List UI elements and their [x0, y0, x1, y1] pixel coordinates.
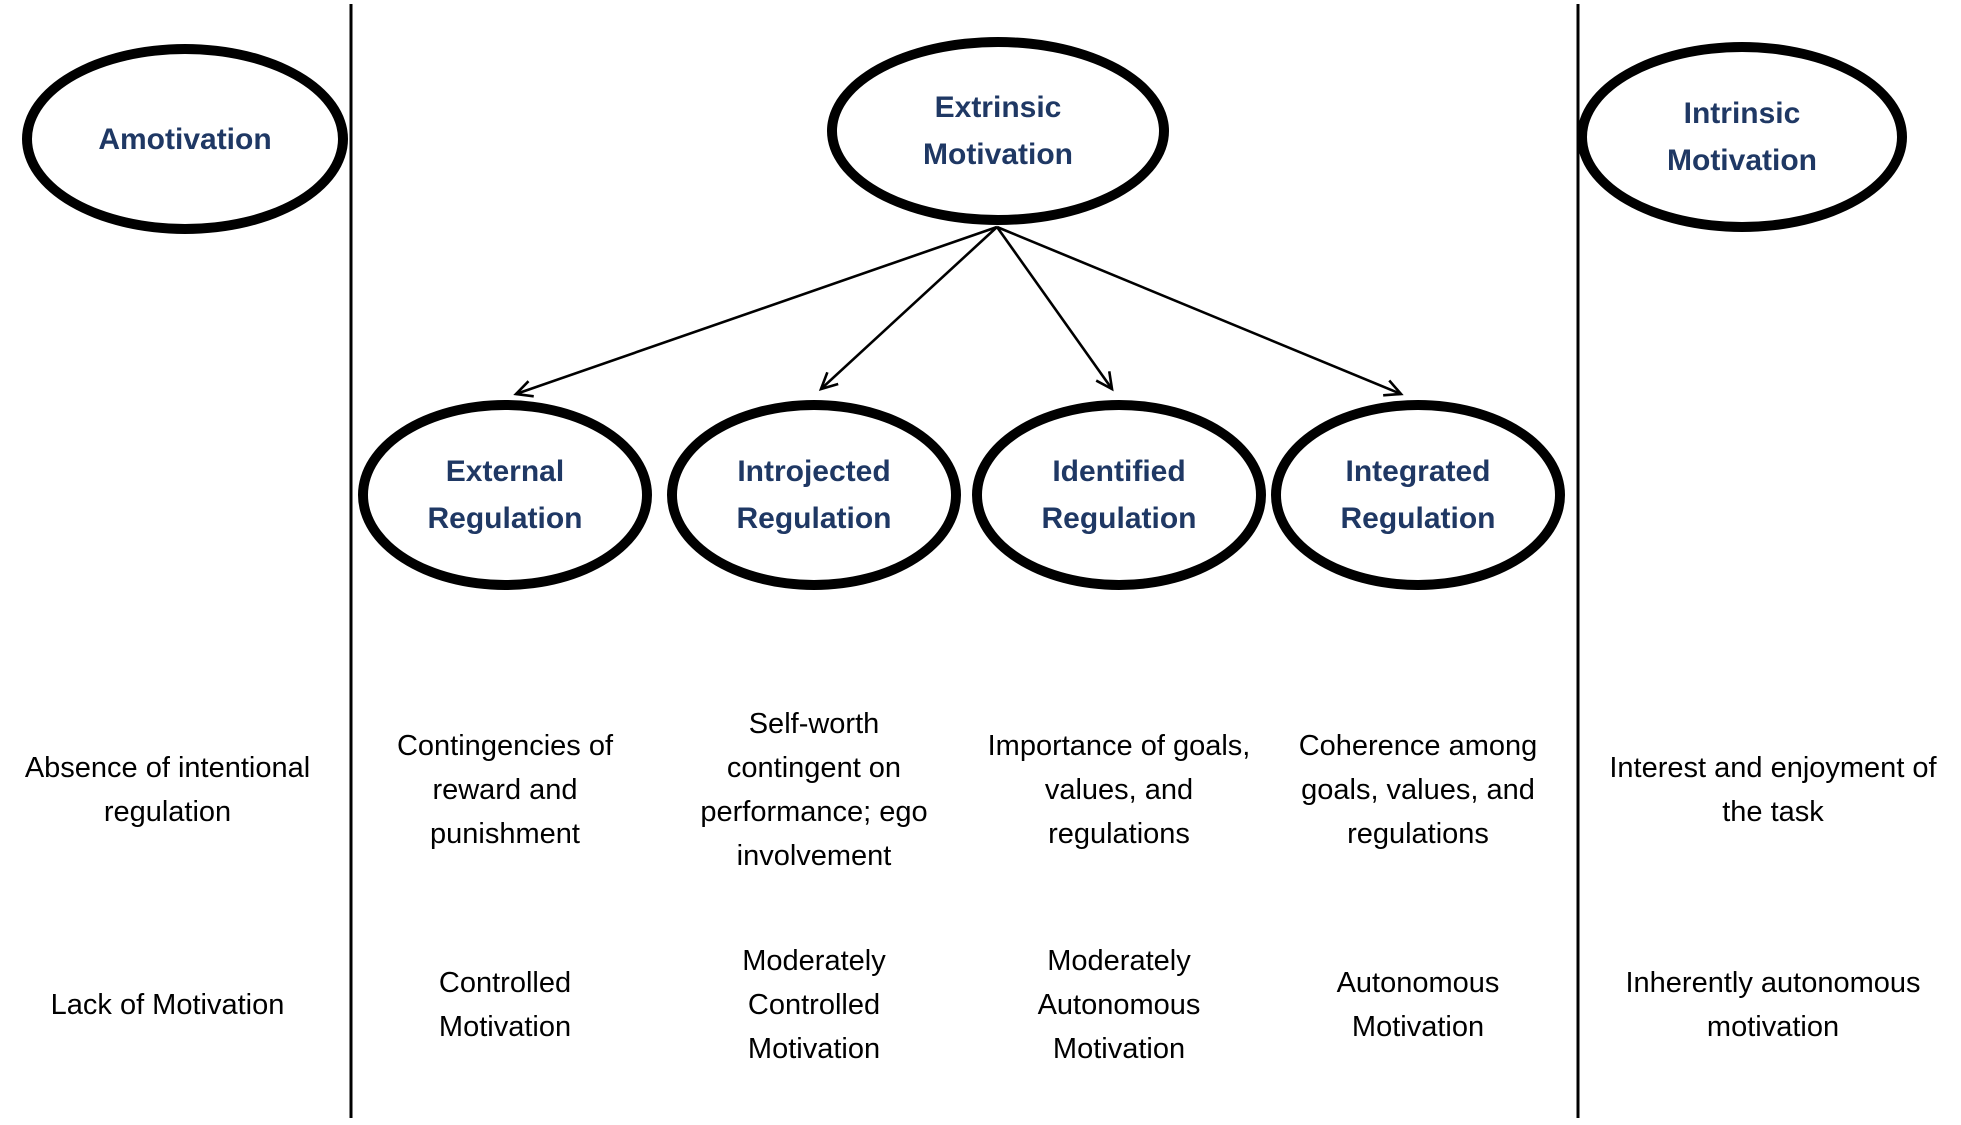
node-label-line: Regulation: [736, 502, 892, 535]
node-label-line: Introjected: [737, 455, 891, 488]
node-label-line: Motivation: [923, 138, 1073, 171]
motivation-type-external: Controlled Motivation: [340, 961, 670, 1049]
description-line: performance; ego: [700, 796, 928, 828]
motivation-type-line: Motivation: [438, 1011, 572, 1043]
motivation-type-identified: Moderately Autonomous Motivation: [954, 939, 1284, 1071]
node-introjected-regulation: Introjected Regulation: [667, 400, 961, 590]
node-label-line: Intrinsic: [1683, 97, 1801, 130]
arrow-extrinsic-to-introjected: [818, 226, 998, 391]
motivation-type-introjected: Moderately Controlled Motivation: [649, 939, 979, 1071]
motivation-type-intrinsic: Inherently autonomous motivation: [1585, 961, 1961, 1049]
node-label-line: Regulation: [427, 502, 583, 535]
node-label-line: Extrinsic: [934, 91, 1062, 124]
description-line: involvement: [736, 840, 892, 872]
description-line: regulations: [1347, 818, 1489, 850]
description-line: regulation: [103, 796, 232, 828]
node-label-line: Amotivation: [98, 122, 272, 156]
motivation-type-line: Moderately: [742, 945, 886, 977]
description-line: Importance of goals,: [987, 730, 1251, 762]
motivation-type-integrated: Autonomous Motivation: [1253, 961, 1583, 1049]
node-label-line: Regulation: [1041, 502, 1197, 535]
description-integrated: Coherence among goals, values, and regul…: [1253, 724, 1583, 856]
motivation-type-line: motivation: [1706, 1011, 1840, 1043]
description-line: punishment: [430, 818, 580, 850]
description-external: Contingencies of reward and punishment: [340, 724, 670, 856]
motivation-type-line: Motivation: [1052, 1033, 1186, 1065]
arrow-extrinsic-to-identified: [995, 226, 1114, 392]
description-line: Contingencies of: [396, 730, 614, 762]
description-identified: Importance of goals, values, and regulat…: [954, 724, 1284, 856]
description-line: reward and: [432, 774, 578, 806]
description-line: contingent on: [726, 752, 902, 784]
description-line: Absence of intentional: [24, 752, 311, 784]
motivation-type-line: Autonomous: [1037, 989, 1201, 1021]
description-line: the task: [1722, 796, 1824, 828]
motivation-type-line: Moderately: [1047, 945, 1191, 977]
description-line: Interest and enjoyment of: [1609, 752, 1937, 784]
node-amotivation: Amotivation: [22, 44, 348, 234]
node-label-line: External: [445, 455, 565, 488]
description-line: Coherence among: [1298, 730, 1538, 762]
description-amotivation: Absence of intentional regulation: [0, 746, 335, 834]
motivation-type-line: Lack of Motivation: [50, 989, 285, 1021]
description-introjected: Self-worth contingent on performance; eg…: [649, 702, 979, 878]
description-line: goals, values, and: [1301, 774, 1535, 806]
node-identified-regulation: Identified Regulation: [972, 400, 1266, 590]
description-line: Self-worth: [748, 708, 880, 740]
motivation-type-line: Controlled: [438, 967, 572, 999]
arrow-extrinsic-to-external: [513, 225, 998, 398]
motivation-type-line: Autonomous: [1336, 967, 1500, 999]
node-label-line: Motivation: [1667, 144, 1817, 177]
motivation-type-line: Motivation: [747, 1033, 881, 1065]
motivation-type-line: Controlled: [747, 989, 881, 1021]
description-line: regulations: [1048, 818, 1190, 850]
node-intrinsic-motivation: Intrinsic Motivation: [1577, 42, 1907, 232]
node-integrated-regulation: Integrated Regulation: [1271, 400, 1565, 590]
description-intrinsic: Interest and enjoyment of the task: [1585, 746, 1961, 834]
motivation-type-line: Inherently autonomous: [1625, 967, 1921, 999]
node-label-line: Identified: [1052, 455, 1186, 488]
node-label-line: Integrated: [1345, 455, 1491, 488]
node-extrinsic-motivation: Extrinsic Motivation: [827, 37, 1169, 225]
arrow-extrinsic-to-integrated: [996, 225, 1404, 397]
node-label-line: Regulation: [1340, 502, 1496, 535]
node-external-regulation: External Regulation: [358, 400, 652, 590]
motivation-type-line: Motivation: [1351, 1011, 1485, 1043]
description-line: values, and: [1044, 774, 1194, 806]
motivation-type-amotivation: Lack of Motivation: [0, 983, 335, 1027]
